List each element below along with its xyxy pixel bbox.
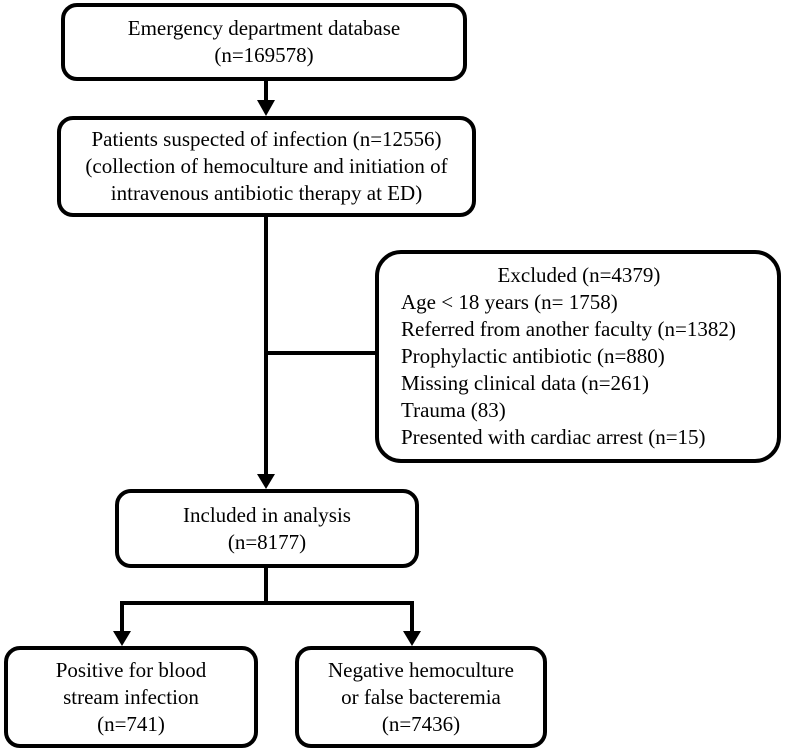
excluded-item-trauma: Trauma (83) xyxy=(401,398,506,422)
excluded-item-age: Age < 18 years (n= 1758) xyxy=(401,290,618,314)
positive-box: Positive for blood stream infection (n=7… xyxy=(4,646,258,748)
arrowhead-to-positive xyxy=(113,631,131,646)
suspected-line-1: Patients suspected of infection (n=12556… xyxy=(91,127,442,151)
database-box: Emergency department database (n=169578) xyxy=(61,3,467,81)
negative-line-1: Negative hemoculture xyxy=(327,657,514,682)
positive-count: (n=741) xyxy=(97,711,165,736)
negative-box: Negative hemoculture or false bacteremia… xyxy=(295,646,547,748)
excluded-item-referred: Referred from another faculty (n=1382) xyxy=(401,317,736,341)
excluded-item-missing-data: Missing clinical data (n=261) xyxy=(401,371,650,395)
excluded-box: Excluded (n=4379) Age < 18 years (n= 175… xyxy=(375,250,781,463)
included-title: Included in analysis xyxy=(183,502,351,527)
database-count: (n=169578) xyxy=(214,43,314,67)
negative-count: (n=7436) xyxy=(381,711,461,736)
negative-line-2: or false bacteremia xyxy=(341,684,501,709)
excluded-item-prophylactic: Prophylactic antibiotic (n=880) xyxy=(401,344,665,368)
arrowhead-to-included xyxy=(257,474,275,489)
arrowhead-database-to-suspected xyxy=(257,100,275,116)
suspected-infection-box: Patients suspected of infection (n=12556… xyxy=(57,116,476,217)
included-box: Included in analysis (n=8177) xyxy=(115,489,419,568)
positive-line-2: stream infection xyxy=(63,684,199,709)
suspected-line-3: intravenous antibiotic therapy at ED) xyxy=(110,181,423,205)
excluded-item-cardiac-arrest: Presented with cardiac arrest (n=15) xyxy=(401,425,706,449)
suspected-line-2: (collection of hemoculture and initiatio… xyxy=(85,154,448,178)
excluded-header: Excluded (n=4379) xyxy=(497,263,661,287)
included-count: (n=8177) xyxy=(227,529,307,554)
arrowhead-to-negative xyxy=(403,631,421,646)
positive-line-1: Positive for blood xyxy=(55,657,207,682)
database-title: Emergency department database xyxy=(127,16,401,40)
